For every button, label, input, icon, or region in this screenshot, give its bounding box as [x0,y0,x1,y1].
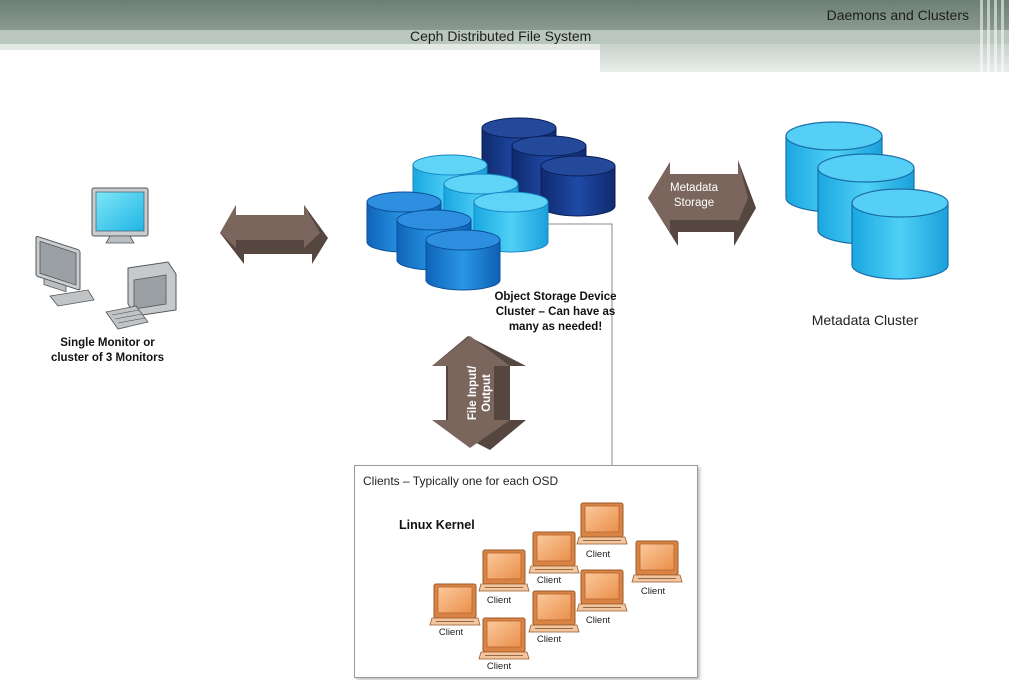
page-title: Ceph Distributed File System [410,28,592,44]
header-decoration [600,44,1009,72]
osd-caption: Object Storage Device Cluster – Can have… [478,290,633,335]
metadata-storage-label: Metadata Storage [662,181,726,211]
client-label: Client [536,634,562,645]
metadata-cluster-label: Metadata Cluster [811,312,919,328]
client-label: Client [486,661,512,672]
monitor-computers [35,187,177,330]
client-label: Client [486,595,512,606]
monitor-osd-arrow [220,205,328,264]
clients-box: Clients – Typically one for each OSD Lin… [354,465,698,678]
osd-caption-line3: many as needed! [508,321,603,333]
monitor-computer-right [105,261,177,330]
header-band-tertiary [0,44,600,50]
metadata-cylinders [785,121,949,280]
file-io-arrow [432,336,526,450]
client-computers [429,502,683,660]
linux-kernel-label: Linux Kernel [399,518,475,532]
metadata-storage-label-line1: Metadata [670,182,718,194]
monitor-computer-left [35,236,81,293]
header-band-secondary [0,30,1009,44]
header-subtitle: Daemons and Clusters [826,7,969,23]
osd-cylinders [366,117,616,291]
monitor-caption: Single Monitor or cluster of 3 Monitors [30,336,185,366]
client-label: Client [585,549,611,560]
header-band [0,0,1009,30]
osd-caption-line2: Cluster – Can have as [495,306,616,318]
clients-box-title: Clients – Typically one for each OSD [363,474,559,488]
osd-caption-line1: Object Storage Device [494,291,617,303]
metadata-storage-label-line2: Storage [673,197,715,209]
keyboard-icon [49,289,95,307]
file-io-label-line1: File Input/ [467,365,479,421]
monitor-caption-line1: Single Monitor or [60,337,155,349]
header-stripes [978,0,1009,72]
metadata-storage-arrow [648,160,756,246]
client-label: Client [585,615,611,626]
client-label: Client [536,575,562,586]
monitor-caption-line2: cluster of 3 Monitors [50,352,165,364]
client-label: Client [438,627,464,638]
monitor-computer-top [91,187,149,244]
file-io-label: File Input/ Output [450,366,510,420]
file-io-label-line2: Output [481,374,493,412]
client-label: Client [640,586,666,597]
osd-client-connector [548,223,613,466]
